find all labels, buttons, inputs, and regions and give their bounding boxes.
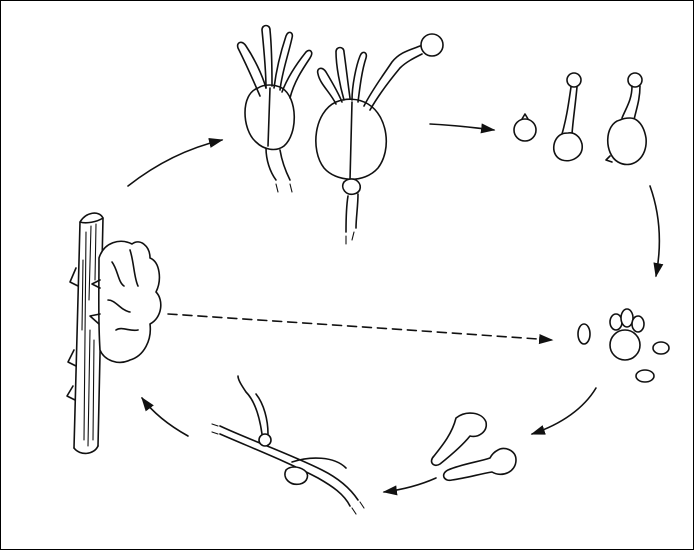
zoospores-release (578, 309, 669, 382)
arrow-to-germinating-cysts (532, 388, 596, 434)
sporangiophores-with-sporangia (238, 26, 443, 245)
arrow-to-infection (384, 478, 436, 492)
arrow-to-sporangiophores (128, 140, 222, 186)
germinating-cysts (432, 413, 516, 480)
dashed-arrow-host-to-zoospores (168, 314, 552, 340)
arrow-to-zoospores (650, 186, 659, 276)
arrow-to-detached-sporangia (430, 124, 494, 130)
detached-sporangia (514, 73, 646, 165)
host-infection (212, 376, 364, 514)
arrow-to-host-stem (142, 398, 188, 436)
host-stem-with-fruiting-body (67, 213, 161, 453)
